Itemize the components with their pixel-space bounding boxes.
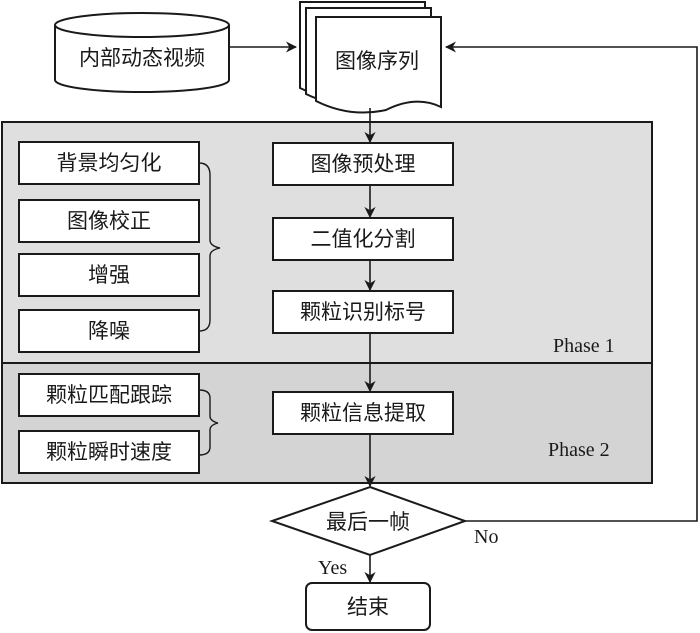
- phase1-label: Phase 1: [553, 335, 615, 357]
- sub-step-background: 背景均匀化: [57, 151, 162, 175]
- step-binarize: 二值化分割: [272, 217, 454, 261]
- brace-phase1: [198, 162, 221, 332]
- sub-step-tracking: 颗粒匹配跟踪: [46, 383, 172, 407]
- decision-last-frame: 最后一帧: [268, 485, 468, 557]
- step-extract: 颗粒信息提取: [272, 391, 454, 435]
- step-preprocess: 图像预处理: [272, 142, 454, 186]
- phase2-label: Phase 2: [548, 439, 610, 461]
- decision-label: 最后一帧: [326, 510, 410, 534]
- image-sequence-label: 图像序列: [335, 49, 419, 73]
- end-node: 结束: [305, 582, 431, 631]
- arrow-no-loop: [444, 41, 698, 522]
- sub-step-correction: 图像校正: [67, 209, 151, 233]
- brace-phase2: [198, 389, 219, 456]
- step-particle-label-text: 颗粒识别标号: [300, 300, 426, 324]
- step-particle-label: 颗粒识别标号: [272, 290, 454, 334]
- sub-step-velocity: 颗粒瞬时速度: [46, 440, 172, 464]
- step-extract-label: 颗粒信息提取: [300, 401, 426, 425]
- step-preprocess-label: 图像预处理: [311, 152, 416, 176]
- end-label: 结束: [347, 595, 389, 619]
- source-video-node: 内部动态视频: [54, 12, 230, 93]
- sub-step-denoise: 降噪: [88, 319, 130, 343]
- preprocess-sub-steps: 背景均匀化 图像校正 增强 降噪: [18, 141, 200, 353]
- phase2-sub-steps: 颗粒匹配跟踪 颗粒瞬时速度: [18, 373, 200, 474]
- yes-label: Yes: [318, 557, 347, 579]
- no-label: No: [474, 526, 498, 548]
- source-video-label: 内部动态视频: [79, 46, 205, 70]
- sub-step-enhance: 增强: [88, 263, 130, 287]
- step-binarize-label: 二值化分割: [311, 227, 416, 251]
- image-sequence-node: 图像序列: [299, 1, 442, 114]
